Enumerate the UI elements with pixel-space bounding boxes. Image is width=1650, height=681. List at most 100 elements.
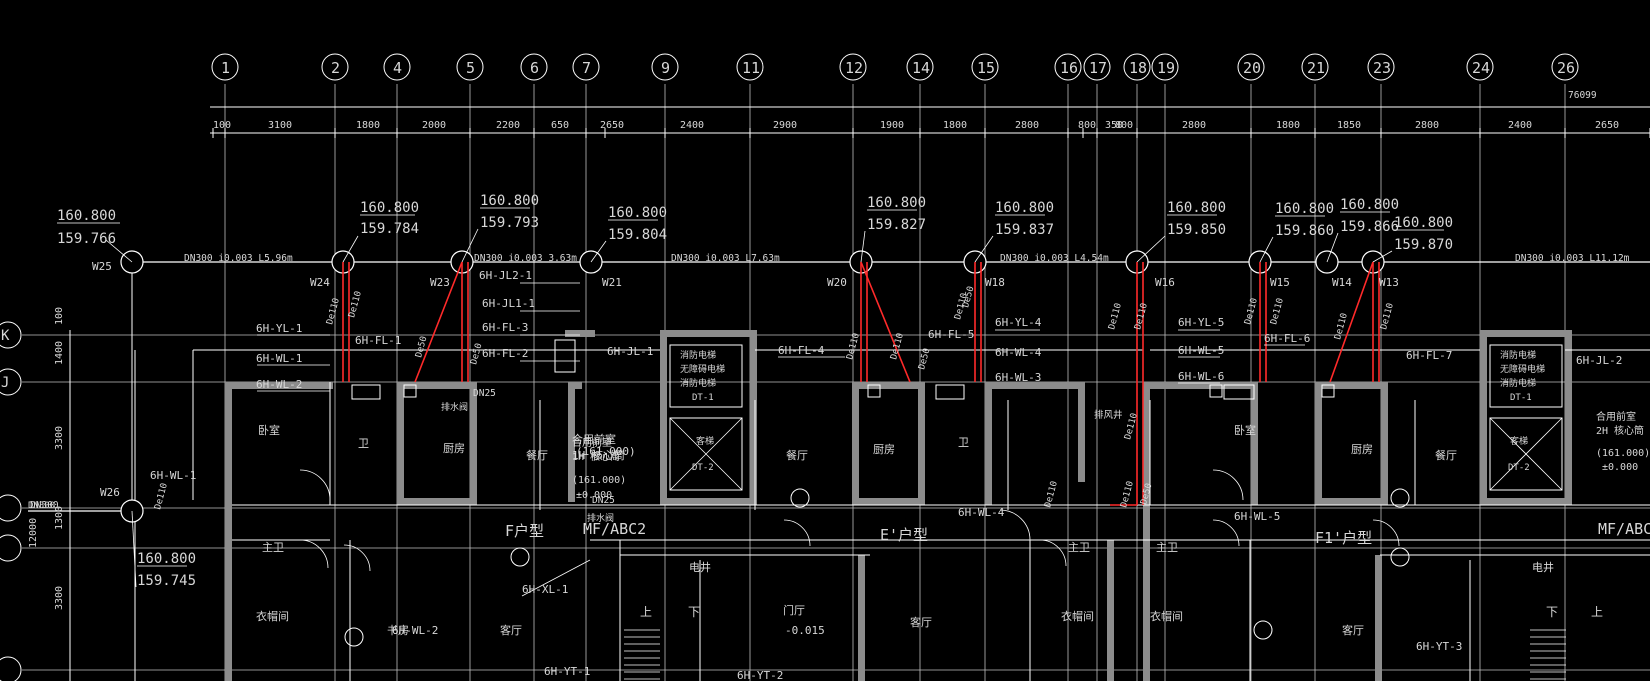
dim-value: 2200	[496, 120, 520, 131]
elevator-tag: DT-1	[692, 393, 714, 403]
well-top-elev: 160.800	[480, 193, 539, 209]
pipe-size: De50	[917, 347, 932, 371]
riser-tag: 6H-FL-7	[1406, 349, 1452, 362]
well-label: W18	[985, 276, 1005, 289]
well-label: W13	[1379, 276, 1399, 289]
leader-line	[860, 230, 866, 263]
door-swing	[299, 539, 329, 569]
text-layer-core: (161.000)	[576, 445, 636, 458]
elevator-shaft	[669, 417, 743, 491]
wall	[1143, 382, 1253, 389]
door-swing	[299, 469, 331, 501]
sanitary-fixture	[554, 339, 576, 373]
dim-value-v: 1400	[54, 341, 65, 365]
well-label: W24	[310, 276, 330, 289]
branch-pipe	[860, 261, 911, 383]
riser-tag: 6H-JL1-1	[482, 297, 535, 310]
pipe-size: De110	[1269, 297, 1286, 326]
wall	[1078, 382, 1085, 482]
dim-value-v: 3300	[54, 586, 65, 610]
axis-number: 9	[661, 59, 670, 77]
well-bottom-elev: 159.784	[360, 221, 419, 237]
door-swing	[783, 519, 811, 547]
dim-value-v: 12000	[28, 518, 39, 548]
room-label: 排风井	[1094, 409, 1123, 421]
axis-bubble	[651, 53, 679, 81]
axis-bubble	[1151, 53, 1179, 81]
wall	[750, 330, 757, 505]
wall	[660, 498, 755, 505]
well-top-elev: 160.800	[1340, 197, 1399, 213]
riser-tag: 6H-WL-1	[256, 352, 302, 365]
core-label: 2H 核心筒	[1596, 424, 1644, 437]
dim-value: 800	[1078, 120, 1096, 131]
level-mark: -0.015	[785, 624, 825, 637]
axis-number: 11	[742, 59, 760, 77]
door-swing	[999, 509, 1031, 541]
elevator-x	[1489, 417, 1563, 491]
wall	[1565, 330, 1572, 505]
dim-value: 2400	[1508, 120, 1532, 131]
core-level: ±0.000	[1602, 462, 1638, 473]
room-label: 主卫	[262, 541, 284, 554]
dim-value: 1900	[880, 120, 904, 131]
axis-number: 12	[845, 59, 863, 77]
riser-tag: 6H-YT-2	[737, 669, 783, 681]
branch-pipe	[1329, 261, 1374, 383]
riser-tag: 6H-FL-4	[778, 344, 825, 357]
core-label: 合用前室	[1596, 410, 1636, 423]
axis-number: 14	[912, 59, 930, 77]
core-text: 合用前室	[572, 432, 616, 446]
well-bottom-elev: 159.837	[995, 222, 1054, 238]
riser-tag: 6H-FL-3	[482, 321, 528, 334]
axis-number: 4	[393, 59, 402, 77]
well-top-elev: 160.800	[867, 195, 926, 211]
wall	[852, 498, 922, 505]
core-label: 合用前室	[572, 436, 612, 449]
room-label: 衣帽间	[1061, 609, 1094, 623]
elevator-tag: DT-2	[1508, 463, 1530, 473]
riser-tag: 6H-YL-4	[995, 316, 1042, 329]
room-label: 卫	[958, 436, 969, 449]
riser-tag: 6H-WL-4	[958, 506, 1005, 519]
room-label: 衣帽间	[1150, 609, 1183, 623]
stair-down: 下	[688, 605, 700, 619]
axis-bubble	[906, 53, 934, 81]
sanitary-fixture	[935, 384, 965, 400]
elevator-x	[669, 417, 743, 491]
stair-up: 上	[1591, 605, 1603, 619]
axis-bubble	[1301, 53, 1329, 81]
wall	[397, 382, 404, 505]
axis-row-label: J	[1, 375, 9, 391]
well-top-elev: 160.800	[57, 208, 116, 224]
well-label: W14	[1332, 276, 1352, 289]
pipe-note: DN300 i0.003 L11.12m	[1515, 253, 1630, 264]
leader-line	[342, 235, 359, 263]
axis-bubble	[971, 53, 999, 81]
well-top-elev: 160.800	[1167, 200, 1226, 216]
door-swing	[1039, 539, 1067, 567]
riser-tag: 6H-YT-1	[544, 665, 590, 678]
elevator-label: 无障碍电梯	[1500, 363, 1545, 375]
axis-bubble	[1551, 53, 1579, 81]
room-label: 厨房	[443, 442, 465, 455]
riser-tag: 6H-XL-1	[522, 583, 568, 596]
axis-bubble	[572, 53, 600, 81]
pipe-size: De50	[1139, 482, 1154, 506]
valve-label: 排水阀	[441, 401, 468, 413]
sanitary-fixture	[1209, 384, 1223, 398]
wall	[1143, 382, 1150, 681]
riser-tag: 6H-FL-5	[928, 328, 974, 341]
wall	[1251, 382, 1258, 505]
dim-value-v: 100	[54, 307, 65, 325]
elevator-label: 客梯	[696, 435, 714, 447]
elevator-label: 消防电梯	[1500, 377, 1536, 389]
branch-pipe	[414, 261, 463, 383]
dim-value: 650	[551, 120, 569, 131]
pipe-size: De110	[1107, 302, 1124, 331]
pipe-size: De110	[1333, 312, 1350, 341]
wall	[397, 382, 477, 389]
axis-number: 1	[221, 59, 230, 77]
wall	[985, 382, 1085, 389]
